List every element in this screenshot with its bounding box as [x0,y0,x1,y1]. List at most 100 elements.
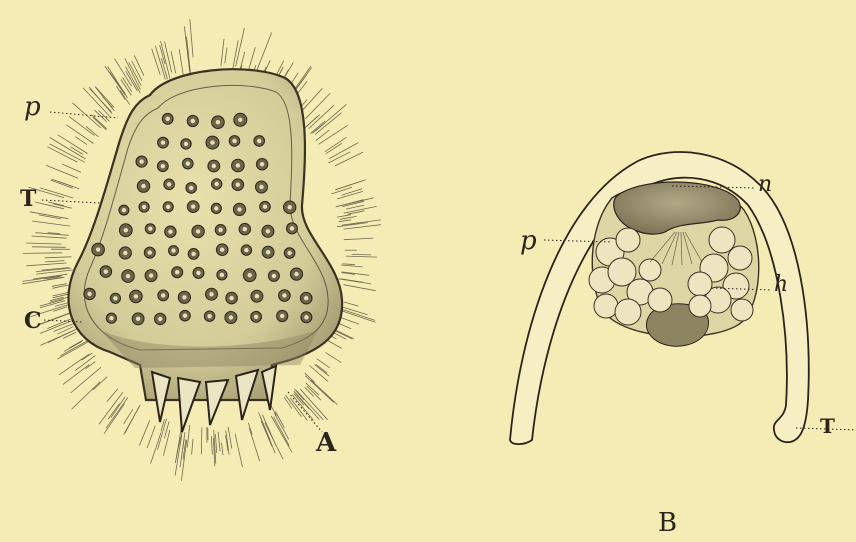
cilium [163,430,170,456]
granule-core [148,250,152,254]
cell [616,228,640,252]
figure-b-label-T: T [820,416,835,436]
cilium [45,261,64,262]
cilium [121,80,131,96]
granule-core [134,294,138,298]
figure-a-label-C: C [24,310,42,332]
figure-a [22,19,381,481]
cilium [325,137,347,151]
granule-core [255,294,259,298]
cilium [45,257,72,258]
cilium [95,87,114,111]
granule-core [196,229,200,233]
cilium [106,397,128,428]
granule-core [238,118,242,122]
granule-core [141,184,145,188]
figure-b-label-p: p [520,228,537,254]
granule-core [209,292,213,296]
granule-core [124,228,128,232]
granule-core [214,206,218,210]
figure-a-label-p: p [24,94,41,120]
granule-core [266,229,270,233]
granule-core [148,227,152,231]
cilium [346,205,364,209]
cilium [352,254,371,255]
cilium [23,253,63,254]
granule-core [158,317,162,321]
cilium [257,32,272,70]
granule-core [229,296,233,300]
cilium [69,117,94,136]
figure-b-label-n: n [758,174,772,196]
cilium [36,270,73,274]
cilium [63,332,76,338]
cilium [201,427,202,454]
granule-core [123,251,127,255]
granule-core [189,186,193,190]
cell [688,272,712,296]
cilium [316,365,327,374]
cilium [336,198,374,207]
cilium [342,264,355,265]
granule-core [171,248,175,252]
granule-core [236,163,240,167]
granule-core [304,315,308,319]
cilium [30,212,68,219]
cilium [86,126,99,136]
cilium [305,373,315,382]
cilium [161,419,165,431]
cilium [306,93,331,119]
granule-core [232,139,236,143]
granule-core [161,293,165,297]
cilium [339,220,351,222]
cilium [326,353,342,363]
granule-core [236,183,240,187]
cilium [344,285,376,291]
cilium [228,427,232,449]
granule-core [266,250,270,254]
granule-core [218,228,222,232]
granule-core [126,274,130,278]
granule-core [248,273,252,277]
granule-core [287,251,291,255]
granule-core [96,247,100,251]
cilium [60,341,87,356]
cilium [165,42,172,73]
granule-core [166,205,170,209]
cilium [32,236,67,238]
cilium [26,243,61,244]
cilium [306,383,319,395]
cilium [171,51,176,73]
granule-core [142,205,146,209]
granule-core [244,248,248,252]
granule-core [257,139,261,143]
granule-core [280,314,284,318]
figure-a-label-T: T [20,188,36,210]
cilium [249,428,260,461]
cilium [310,121,325,134]
granule-core [191,119,195,123]
cilium [46,165,78,178]
granule-core [220,273,224,277]
cilium [337,215,351,217]
granule-core [237,207,241,211]
cilium [57,327,73,335]
cilium [151,433,161,464]
cilium [262,415,276,446]
cilium [72,382,101,410]
cilium [32,221,70,226]
cilium [124,409,133,424]
cilium [340,216,357,219]
granule-core [109,316,113,320]
granule-core [175,270,179,274]
granule-core [259,185,263,189]
granule-core [161,140,165,144]
cilium [26,263,66,266]
granule-core [182,295,186,299]
cilium [348,211,365,214]
cilium [326,143,342,154]
cilium [93,377,107,390]
cell [639,259,661,281]
